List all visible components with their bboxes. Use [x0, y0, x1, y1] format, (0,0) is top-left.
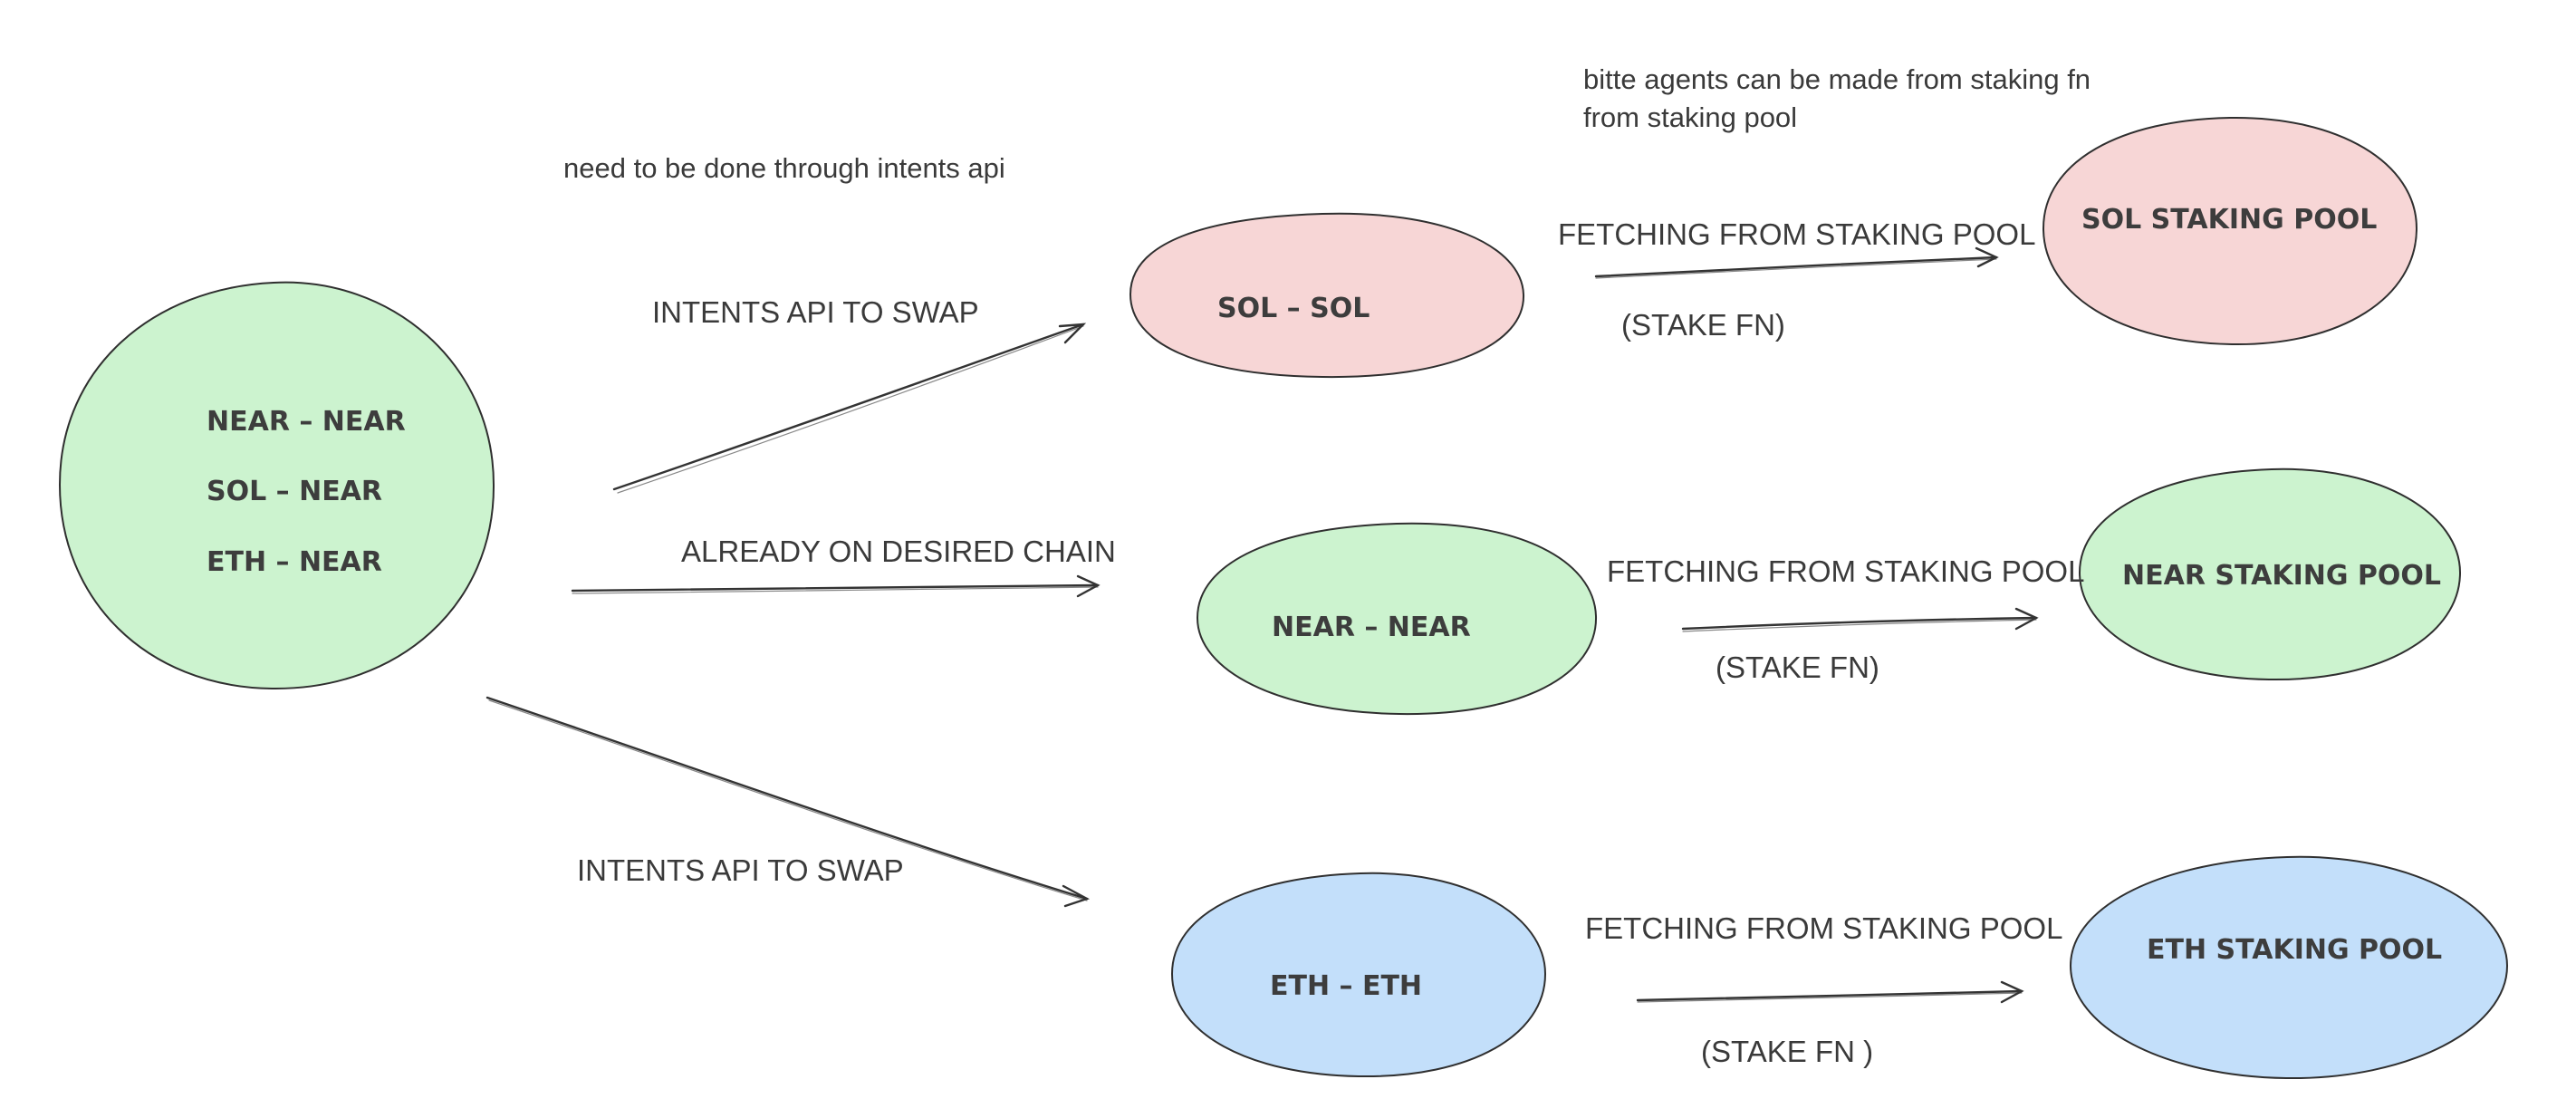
eth-staking-pool-shape	[2069, 855, 2509, 1080]
edge-label-sol-fetching: FETCHING FROM STAKING POOL	[1558, 217, 2035, 251]
edge-label-eth-fetching: FETCHING FROM STAKING POOL	[1585, 911, 2062, 945]
edge-label-near-fetching: FETCHING FROM STAKING POOL	[1607, 554, 2084, 588]
edge-label-eth-stake-fn: (STAKE FN )	[1701, 1035, 1873, 1068]
near-chain-node-shape	[1196, 522, 1598, 716]
edge-label-near-stake-fn: (STAKE FN)	[1716, 651, 1879, 684]
sol-chain-node-shape	[1129, 212, 1525, 379]
bitte-agents-note-line1: bitte agents can be made from staking fn	[1583, 63, 2091, 95]
arrow-source-to-near	[571, 574, 1101, 598]
eth-staking-pool-node[interactable]: ETH STAKING POOL	[2069, 855, 2509, 1080]
eth-chain-node-label: ETH – ETH	[1270, 970, 1422, 1002]
eth-chain-node[interactable]: ETH – ETH	[1170, 872, 1547, 1078]
sol-staking-pool-shape	[2042, 116, 2418, 346]
intents-api-note: need to be done through intents api	[563, 152, 1005, 184]
near-chain-node-label: NEAR – NEAR	[1272, 612, 1471, 643]
edge-label-already-on-chain: ALREADY ON DESIRED CHAIN	[681, 535, 1116, 568]
source-node[interactable]: NEAR – NEAR SOL – NEAR ETH – NEAR	[58, 281, 495, 690]
sol-chain-node-label: SOL – SOL	[1217, 293, 1370, 324]
sol-staking-pool-label: SOL STAKING POOL	[2081, 204, 2377, 236]
near-staking-pool-node[interactable]: NEAR STAKING POOL	[2078, 467, 2462, 681]
arrow-sol-to-pool	[1594, 246, 1999, 279]
sol-chain-node[interactable]: SOL – SOL	[1129, 212, 1525, 379]
bitte-agents-note-line2: from staking pool	[1583, 101, 1797, 133]
eth-chain-node-shape	[1170, 872, 1547, 1078]
arrow-near-to-pool	[1681, 607, 2039, 632]
source-node-label-eth: ETH – NEAR	[207, 546, 382, 578]
eth-staking-pool-label: ETH STAKING POOL	[2147, 934, 2442, 966]
near-chain-node[interactable]: NEAR – NEAR	[1196, 522, 1598, 716]
edge-label-sol-stake-fn: (STAKE FN)	[1621, 308, 1785, 342]
sol-staking-pool-node[interactable]: SOL STAKING POOL	[2042, 116, 2418, 346]
source-node-label-near: NEAR – NEAR	[207, 406, 406, 438]
edge-label-intents-to-sol: INTENTS API TO SWAP	[652, 295, 979, 329]
source-node-shape	[58, 281, 495, 690]
arrow-eth-to-pool	[1636, 980, 2024, 1004]
near-staking-pool-label: NEAR STAKING POOL	[2122, 560, 2441, 592]
arrow-source-to-sol	[612, 323, 1087, 494]
edge-label-intents-to-eth: INTENTS API TO SWAP	[577, 853, 904, 887]
arrow-source-to-eth	[485, 696, 1091, 908]
near-staking-pool-shape	[2078, 467, 2462, 681]
source-node-label-sol: SOL – NEAR	[207, 476, 382, 507]
